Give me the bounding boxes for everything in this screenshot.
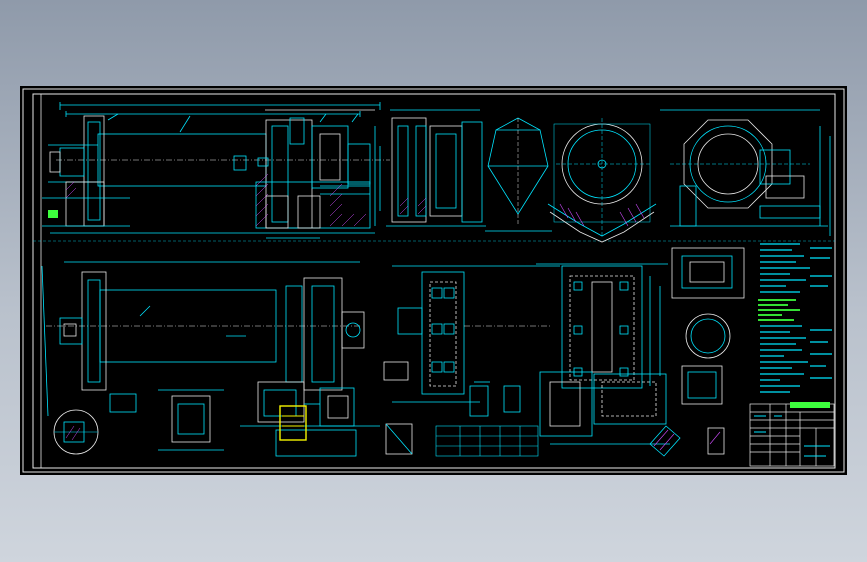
notes-panel	[758, 243, 832, 393]
plan-drive	[240, 381, 380, 457]
side-section-views	[386, 109, 552, 232]
detail-box-views	[109, 381, 521, 455]
cad-drawing-canvas	[22, 88, 845, 473]
ring-hatch	[559, 203, 645, 227]
elevation-hatching	[65, 173, 367, 227]
foundation-plan-right	[536, 263, 670, 445]
sheet-frames	[22, 88, 845, 473]
mill-elevation-view	[42, 102, 390, 239]
ring-section-b	[660, 109, 831, 236]
title-block-fill	[754, 415, 830, 457]
notes-table-center	[435, 425, 539, 457]
right-detail-views	[649, 247, 745, 457]
right-hatch	[653, 429, 721, 451]
mill-plan-view	[41, 261, 365, 417]
foundation-plan-left	[383, 265, 560, 403]
title-block	[749, 402, 835, 467]
ring-section-a	[547, 118, 657, 243]
green-tag	[48, 210, 58, 218]
side-hatch	[399, 197, 427, 215]
detail-hatch	[65, 425, 81, 441]
yellow-highlight	[279, 405, 307, 441]
detail-circle-view	[53, 409, 99, 455]
drawing-sheet[interactable]	[20, 86, 847, 475]
